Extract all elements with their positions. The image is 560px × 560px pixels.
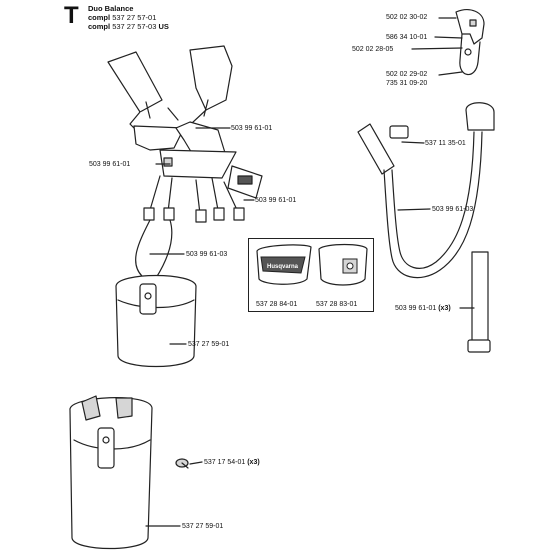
compl-prefix: compl (88, 13, 111, 22)
compl-prefix-2: compl (88, 22, 111, 31)
part-label-503996101-a: 503 99 61-01 (231, 125, 273, 132)
compl-suffix: US (158, 22, 169, 31)
screw-drawing (175, 458, 189, 469)
part-label-537175401: 537 17 54-01 (x3) (204, 458, 260, 467)
inset-cover-drawing: Husqvarna (256, 243, 368, 286)
part-label-503996101-c: 503 99 61-01 (255, 197, 297, 204)
compl-number-1: 537 27 57-01 (112, 13, 157, 22)
strap-loop-drawing (357, 102, 495, 279)
part-number-503996101-d: 503 99 61-01 (395, 305, 437, 312)
hip-pad-1-drawing (115, 274, 197, 368)
part-label-537113501: 537 11 35-01 (425, 140, 466, 147)
part-number-537175401: 537 17 54-01 (204, 459, 246, 466)
compl-number-2: 537 27 57-03 (112, 22, 157, 31)
part-label-502022805: 502 02 28-05 (352, 46, 394, 53)
assembly-title: Duo Balance (88, 4, 134, 13)
part-label-503996101-b: 503 99 61-01 (89, 161, 131, 168)
part-label-537275901-a: 537 27 59-01 (188, 341, 230, 348)
harness-drawing: Husqvarna (107, 45, 263, 279)
leader-lines (145, 17, 475, 527)
part-label-537282801: 537 28 84-01 (256, 301, 298, 308)
compl-line-1: compl 537 27 57-01 (88, 13, 156, 22)
part-label-502022902: 502 02 29-02 (386, 71, 428, 78)
part-label-735310920: 735 31 09-20 (386, 80, 428, 87)
inset-brand-logo: Husqvarna (267, 264, 299, 270)
part-label-502023002: 502 02 30-02 (386, 14, 428, 21)
harness-brand-logo: Husqvarna (172, 162, 204, 168)
part-label-503996101-d: 503 99 61-01 (x3) (395, 304, 451, 313)
part-label-586341001: 586 34 10-01 (386, 34, 428, 41)
part-label-537282803: 537 28 83-01 (316, 301, 358, 308)
waist-strap-drawing (467, 251, 491, 353)
clip-hook-drawing (455, 9, 485, 76)
hip-pad-2-drawing (69, 395, 153, 550)
compl-line-2: compl 537 27 57-03 US (88, 22, 169, 31)
part-label-503996103-b: 503 99 61-03 (432, 206, 474, 213)
part-label-537275901-b: 537 27 59-01 (182, 523, 224, 530)
quantity-537175401: (x3) (247, 459, 260, 466)
section-letter: T (64, 2, 79, 29)
quantity-503996101-d: (x3) (438, 305, 451, 312)
part-label-503996103-a: 503 99 61-03 (186, 251, 228, 258)
inset-cover-parts: Husqvarna (248, 238, 374, 312)
